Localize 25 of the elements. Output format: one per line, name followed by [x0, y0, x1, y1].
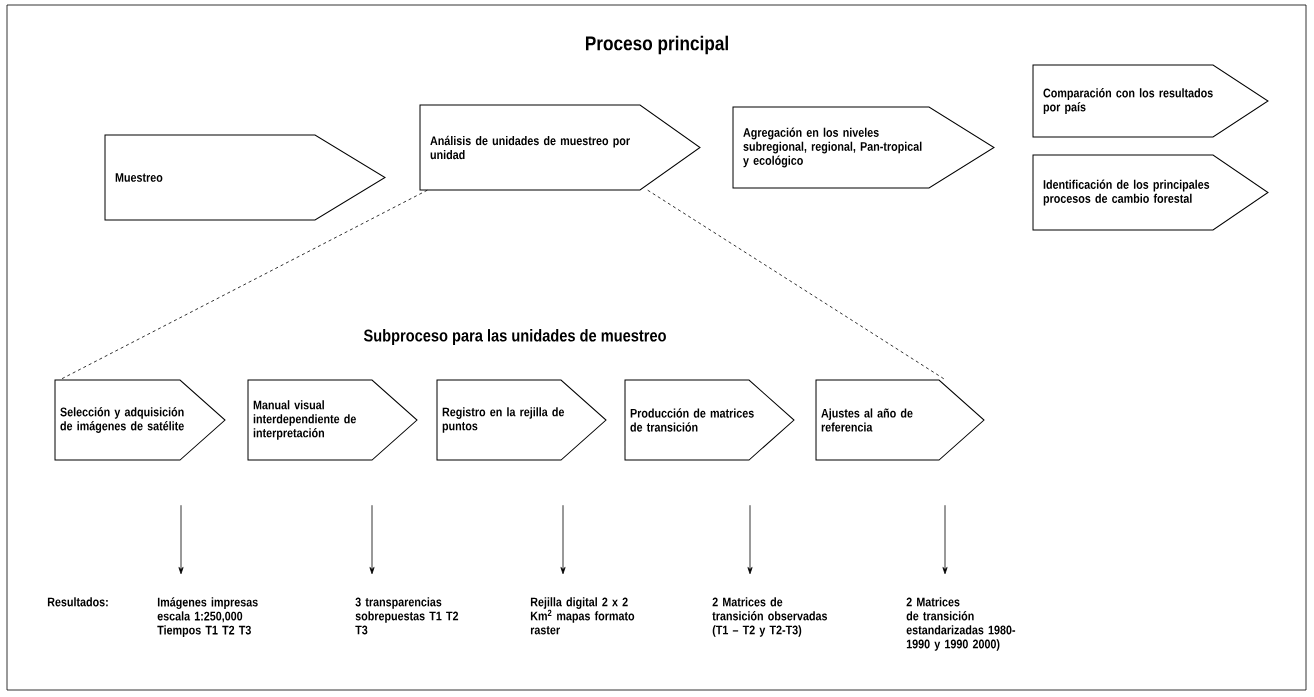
title: Proceso principal	[586, 35, 728, 55]
result-text: 2 Matrices de transición observadas (T1 – T2 y T2-T3)	[712, 597, 828, 637]
arrow	[942, 504, 948, 575]
process-step: Manual visual interdependiente de interpretación	[247, 379, 418, 461]
arrow	[369, 504, 375, 575]
row-label: Resultados:	[47, 597, 108, 607]
process-step: Producción de matrices de transición	[624, 379, 795, 461]
process-step: Registro en la rejilla de puntos	[436, 379, 607, 461]
process-step: Muestreo	[104, 134, 386, 221]
arrow	[747, 504, 753, 575]
result-text: 2 Matrices de transición estandarizadas 1980-1990 y 1990 2000)	[906, 597, 1016, 651]
process-step: Identificación de los principales procesos de cambio forestal	[1032, 154, 1269, 231]
result-text: Imágenes impresas escala 1:250,000 Tiempos T1 T2 T3	[157, 597, 258, 637]
connector-line	[59, 189, 428, 381]
process-step: Análisis de unidades de muestreo por unidad	[419, 104, 701, 191]
result-text: 3 transparencias sobrepuestas T1 T2 T3	[355, 597, 459, 635]
subtitle: Subproceso para las unidades de muestreo	[363, 329, 666, 345]
arrow	[178, 504, 184, 575]
process-step: Comparación con los resultados por país	[1032, 64, 1269, 138]
arrow	[560, 504, 566, 575]
result-text: Rejilla digital 2 x 2 Km$^{2}$ mapas formato raster	[530, 597, 635, 635]
process-step: Ajustes al año de referencia	[815, 379, 985, 461]
process-step: Selección y adquisición de imágenes de satélite	[54, 379, 226, 461]
connector-line	[647, 189, 946, 381]
process-step: Agregación en los niveles subregional, regional, Pan-tropical y ecológico	[732, 106, 995, 189]
